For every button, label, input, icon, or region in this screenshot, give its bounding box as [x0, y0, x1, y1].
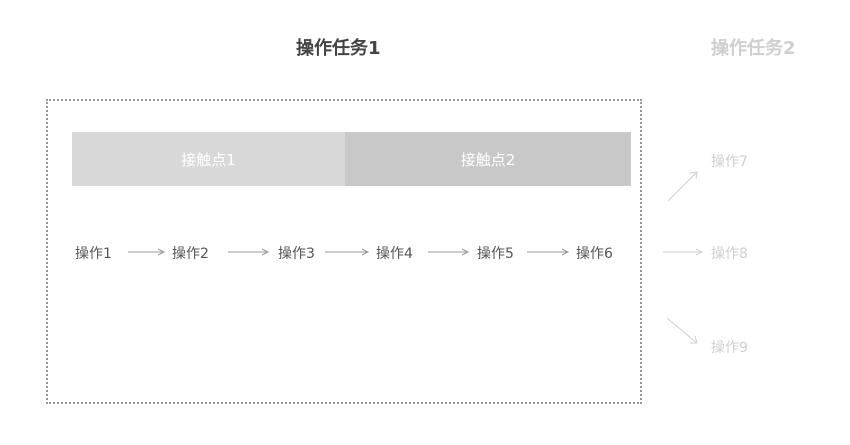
operation-7: 操作7: [711, 154, 748, 170]
operation-9: 操作9: [711, 340, 748, 356]
operation-4: 操作4: [376, 246, 413, 262]
operation-2: 操作2: [172, 246, 209, 262]
arrow-icon: [128, 248, 570, 256]
operation-3: 操作3: [278, 246, 315, 262]
task-1-boundary: [46, 99, 642, 404]
touchpoint-2-label: 接触点2: [460, 150, 516, 169]
task-title-1: 操作任务1: [296, 38, 381, 59]
operation-5: 操作5: [477, 246, 514, 262]
touchpoint-2: 接触点2: [345, 132, 631, 186]
operation-1: 操作1: [75, 246, 112, 262]
operation-6: 操作6: [576, 246, 613, 262]
touchpoint-1-label: 接触点1: [181, 150, 236, 169]
task-title-2[interactable]: 操作任务2: [711, 38, 796, 59]
touchpoint-1: 接触点1: [72, 132, 345, 186]
faint-arrow-icon: [663, 171, 704, 344]
operation-8: 操作8: [711, 246, 748, 262]
